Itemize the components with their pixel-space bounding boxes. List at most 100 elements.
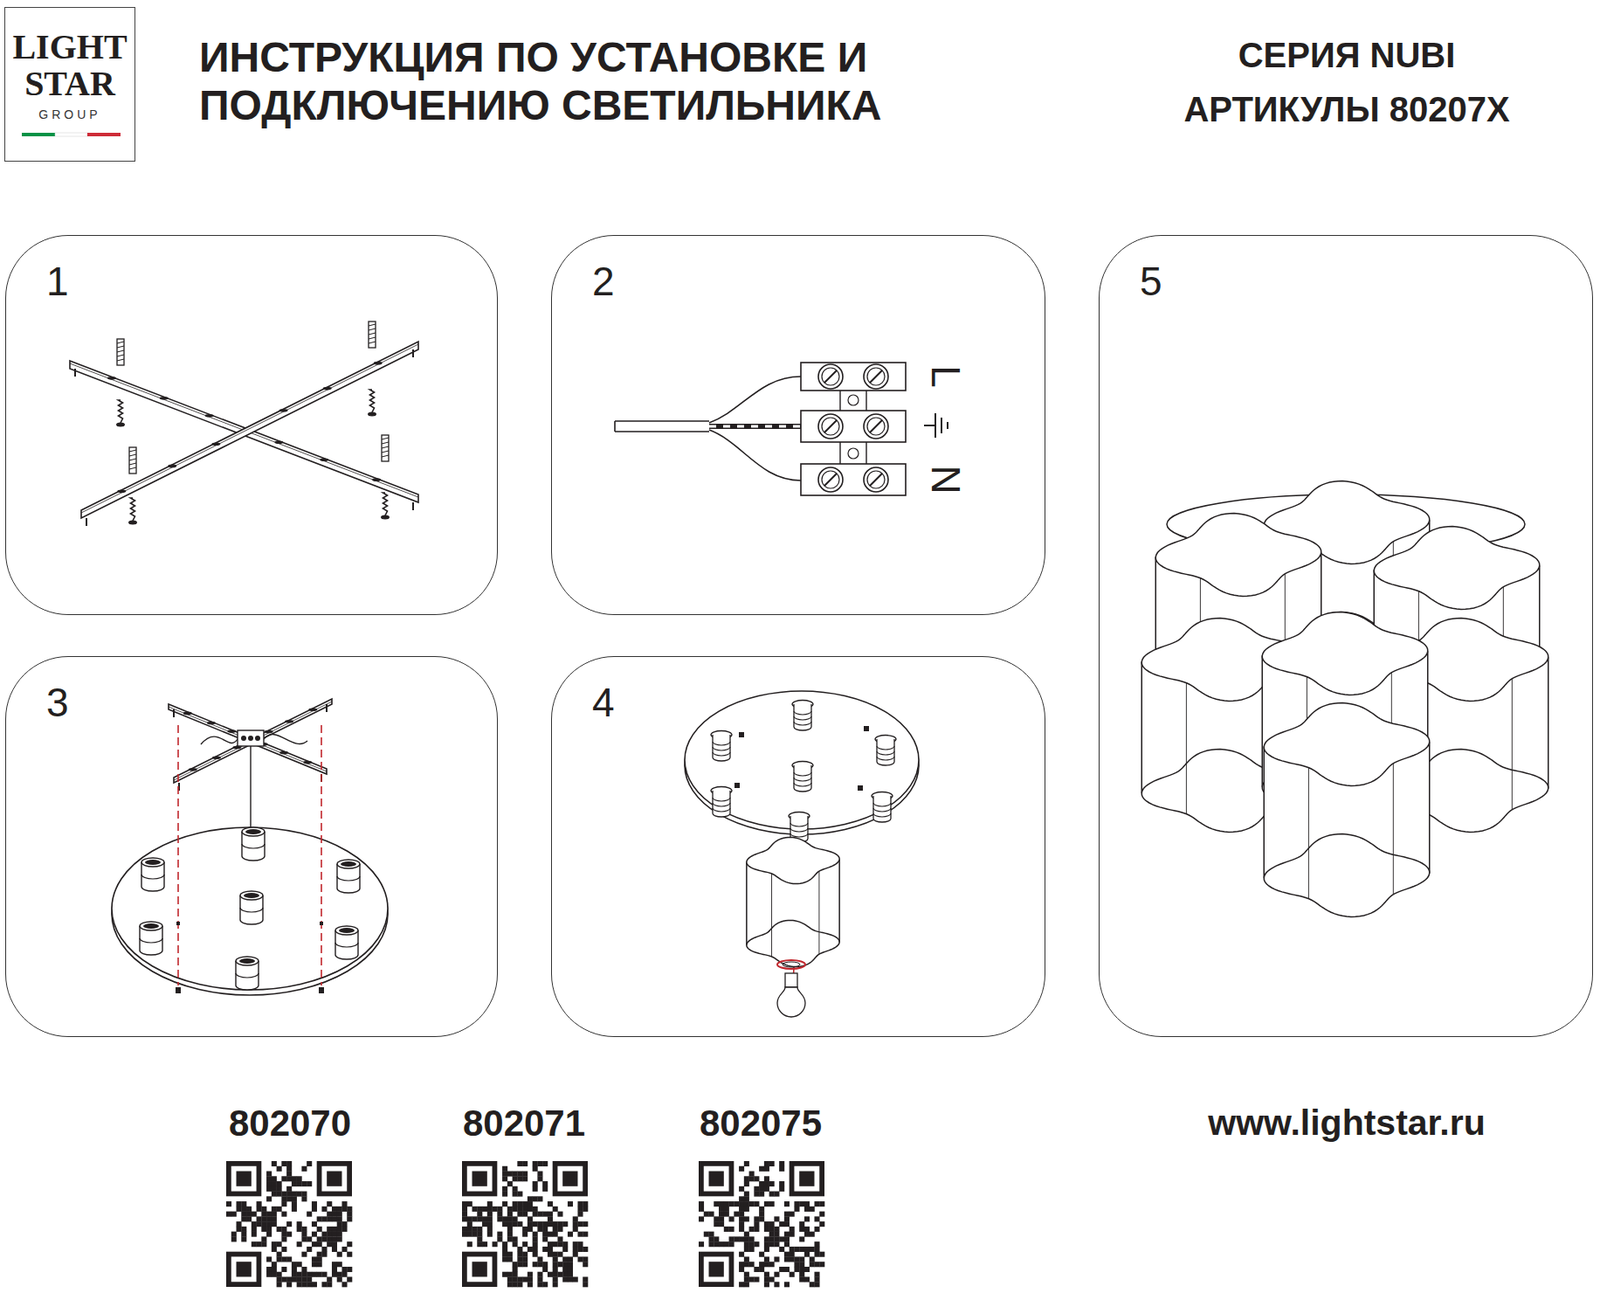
qr-module	[784, 1215, 790, 1221]
qr-module	[572, 1251, 579, 1257]
screw-thread	[118, 400, 124, 423]
qr-module	[582, 1275, 588, 1282]
qr-module	[341, 1226, 347, 1232]
qr-module	[769, 1231, 775, 1237]
qr-module	[537, 1226, 543, 1232]
qr-module	[744, 1241, 750, 1247]
socket-thread	[712, 746, 731, 751]
qr-module	[317, 1235, 323, 1242]
qr-module	[809, 1255, 815, 1262]
article-code: 802070	[228, 1102, 352, 1145]
qr-module	[241, 1215, 247, 1221]
socket-thread	[790, 827, 808, 832]
qr-module	[517, 1160, 523, 1166]
qr-module	[582, 1281, 588, 1287]
step-number: 3	[46, 679, 69, 726]
qr-module	[793, 1266, 800, 1272]
qr-module	[507, 1215, 513, 1221]
qr-module	[346, 1251, 352, 1257]
qr-module	[296, 1175, 303, 1181]
bracket-hole	[323, 386, 332, 391]
qr-module	[749, 1235, 755, 1242]
qr-module	[547, 1246, 553, 1252]
qr-module	[552, 1220, 559, 1227]
qr-module	[337, 1251, 343, 1257]
qr-module	[799, 1261, 805, 1267]
qr-module	[749, 1200, 755, 1207]
bracket-hole	[167, 464, 177, 469]
qr-module	[532, 1231, 538, 1237]
qr-module	[713, 1220, 719, 1227]
qr-module	[281, 1195, 287, 1201]
qr-module	[321, 1251, 327, 1257]
qr-module	[758, 1261, 765, 1267]
shade-fold	[771, 873, 773, 957]
qr-module	[231, 1231, 237, 1237]
qr-module	[744, 1191, 750, 1197]
qr-module	[709, 1231, 715, 1237]
qr-module	[769, 1220, 775, 1227]
qr-module	[317, 1255, 323, 1262]
qr-module	[532, 1211, 538, 1217]
qr-module	[286, 1255, 292, 1262]
qr-module	[744, 1261, 750, 1267]
qr-module	[733, 1235, 739, 1242]
mini-terminal-screw	[255, 735, 261, 741]
wall-plug	[381, 434, 389, 462]
qr-module	[291, 1206, 297, 1212]
screw-head	[116, 422, 125, 428]
qr-module	[286, 1220, 292, 1227]
qr-module	[779, 1160, 785, 1166]
qr-module	[261, 1235, 267, 1242]
qr-module	[502, 1200, 508, 1207]
plate-hole	[176, 921, 180, 925]
qr-module	[331, 1266, 338, 1272]
base-plate	[684, 690, 919, 829]
qr-module	[301, 1191, 307, 1197]
qr-module	[527, 1195, 533, 1201]
qr-module	[517, 1175, 523, 1181]
qr-module	[738, 1186, 745, 1192]
plate-hole	[734, 782, 740, 788]
qr-module	[764, 1246, 770, 1252]
socket-thread	[712, 797, 731, 801]
qr-module	[337, 1220, 343, 1227]
qr-module	[271, 1206, 277, 1212]
qr-module	[517, 1251, 523, 1257]
qr-module	[572, 1246, 579, 1252]
wall-plug-ridge	[381, 450, 389, 453]
qr-module	[764, 1180, 770, 1187]
bracket-hole	[117, 489, 126, 494]
bracket-hole	[303, 760, 312, 765]
qr-module	[784, 1251, 790, 1257]
qr-module	[266, 1171, 272, 1177]
qr-module	[557, 1241, 563, 1247]
qr-module	[577, 1206, 583, 1212]
qr-module	[753, 1226, 759, 1232]
bracket-hole	[206, 721, 216, 725]
terminal-screw	[821, 367, 840, 386]
qr-module	[532, 1241, 538, 1247]
qr-module	[286, 1191, 292, 1197]
socket-thread	[873, 802, 891, 807]
qr-module	[276, 1271, 283, 1277]
shade-fold	[1393, 763, 1394, 895]
qr-module	[271, 1175, 277, 1181]
qr-module	[744, 1195, 750, 1201]
qr-module	[256, 1215, 263, 1221]
qr-module	[718, 1220, 725, 1227]
bracket-bar	[81, 341, 419, 518]
qr-module	[804, 1231, 810, 1237]
lamp-socket	[876, 738, 895, 766]
qr-module	[562, 1271, 568, 1277]
qr-module	[296, 1226, 303, 1232]
socket-thread	[712, 802, 731, 807]
terminal-screw	[818, 413, 843, 439]
qr-module	[266, 1220, 272, 1227]
assembly-figure	[111, 698, 388, 995]
qr-module	[744, 1206, 750, 1212]
qr-module	[557, 1211, 563, 1217]
qr-module	[537, 1195, 543, 1201]
step-panel: 4	[551, 655, 1046, 1037]
